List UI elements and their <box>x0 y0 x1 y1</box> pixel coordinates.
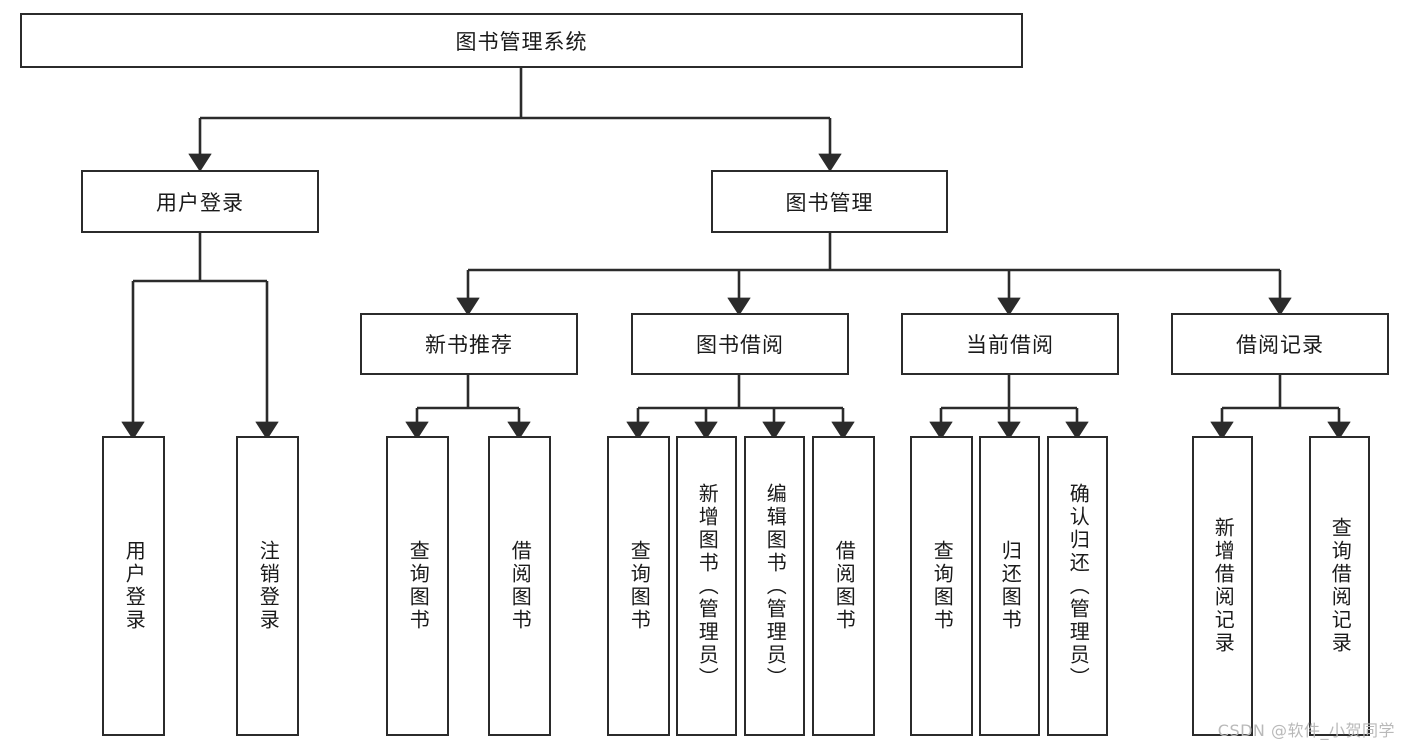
node-root-system[interactable]: 图书管理系统 <box>20 13 1023 68</box>
node-book-borrow-label: 图书借阅 <box>696 333 784 357</box>
leaf-user-login-signout[interactable]: 注销登录 <box>236 436 299 736</box>
leaf-user-login-signin-label: 用户登录 <box>122 540 147 632</box>
leaf-borrow-book-borrow[interactable]: 借阅图书 <box>812 436 875 736</box>
leaf-user-login-signin[interactable]: 用户登录 <box>102 436 165 736</box>
node-root-system-label: 图书管理系统 <box>455 29 588 54</box>
node-current-borrow[interactable]: 当前借阅 <box>901 313 1119 375</box>
node-borrow-record-label: 借阅记录 <box>1236 333 1324 357</box>
node-user-login-label: 用户登录 <box>156 190 244 215</box>
leaf-borrow-book-add-label: 新增图书（管理员） <box>695 482 720 690</box>
leaf-borrow-record-add-label: 新增借阅记录 <box>1211 517 1236 655</box>
leaf-new-book-borrow-label: 借阅图书 <box>508 540 533 632</box>
leaf-borrow-book-edit[interactable]: 编辑图书（管理员） <box>744 436 805 736</box>
leaf-new-book-query-label: 查询图书 <box>406 540 431 632</box>
node-new-book-recommend[interactable]: 新书推荐 <box>360 313 578 375</box>
leaf-borrow-record-query-label: 查询借阅记录 <box>1328 517 1353 655</box>
leaf-borrow-book-add[interactable]: 新增图书（管理员） <box>676 436 737 736</box>
node-new-book-recommend-label: 新书推荐 <box>425 333 513 357</box>
leaf-current-borrow-return-label: 归还图书 <box>998 540 1023 632</box>
leaf-borrow-record-query[interactable]: 查询借阅记录 <box>1309 436 1370 736</box>
leaf-current-borrow-return[interactable]: 归还图书 <box>979 436 1040 736</box>
leaf-user-login-signout-label: 注销登录 <box>256 540 281 632</box>
leaf-current-borrow-query-label: 查询图书 <box>930 540 955 632</box>
leaf-new-book-query[interactable]: 查询图书 <box>386 436 449 736</box>
leaf-current-borrow-confirm-return-label: 确认归还（管理员） <box>1066 482 1091 690</box>
leaf-current-borrow-confirm-return[interactable]: 确认归还（管理员） <box>1047 436 1108 736</box>
node-book-management-label: 图书管理 <box>785 190 874 215</box>
leaf-borrow-book-query[interactable]: 查询图书 <box>607 436 670 736</box>
leaf-borrow-book-edit-label: 编辑图书（管理员） <box>763 482 788 690</box>
node-book-borrow[interactable]: 图书借阅 <box>631 313 849 375</box>
csdn-watermark: CSDN @软件_小贺同学 <box>1217 721 1395 740</box>
leaf-new-book-borrow[interactable]: 借阅图书 <box>488 436 551 736</box>
node-current-borrow-label: 当前借阅 <box>966 333 1054 357</box>
leaf-borrow-record-add[interactable]: 新增借阅记录 <box>1192 436 1253 736</box>
node-user-login[interactable]: 用户登录 <box>81 170 319 233</box>
node-borrow-record[interactable]: 借阅记录 <box>1171 313 1389 375</box>
node-book-management[interactable]: 图书管理 <box>711 170 948 233</box>
leaf-current-borrow-query[interactable]: 查询图书 <box>910 436 973 736</box>
leaf-borrow-book-query-label: 查询图书 <box>627 540 652 632</box>
leaf-borrow-book-borrow-label: 借阅图书 <box>832 540 857 632</box>
